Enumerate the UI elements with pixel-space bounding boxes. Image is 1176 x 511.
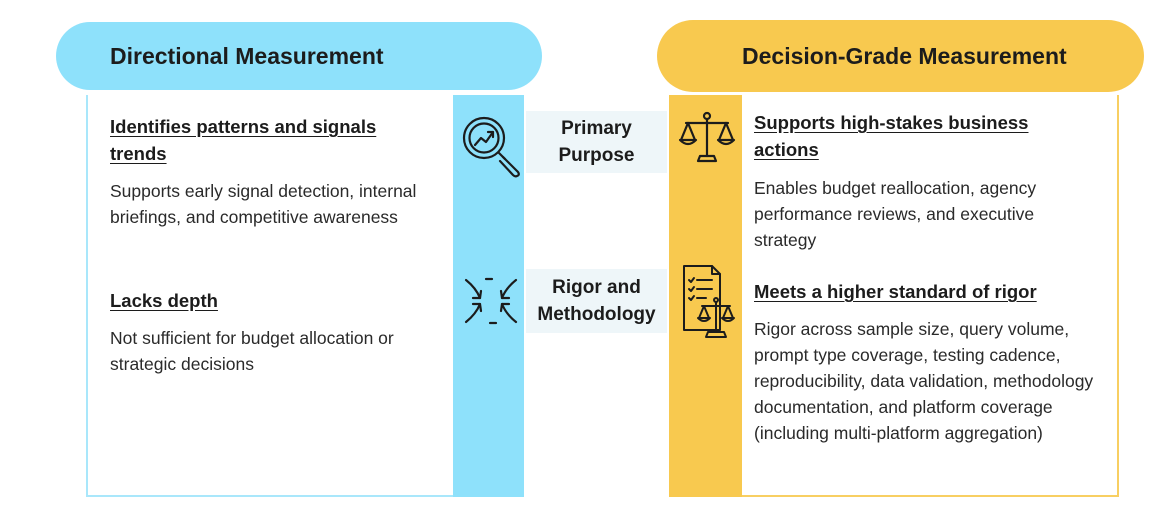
left-rigor-body: Not sufficient for budget allocation or … <box>110 328 394 374</box>
category-rigor-methodology: Rigor and Methodology <box>526 269 667 333</box>
decision-grade-measurement-header: Decision-Grade Measurement <box>657 20 1144 92</box>
directional-measurement-header: Directional Measurement <box>56 22 542 90</box>
right-purpose-heading: Supports high-stakes business actions <box>754 112 1029 160</box>
converging-arrows-icon <box>464 277 518 325</box>
right-purpose-body: Enables budget reallocation, agency perf… <box>754 178 1037 250</box>
directional-measurement-title: Directional Measurement <box>110 42 384 69</box>
directional-icon-strip <box>453 95 524 497</box>
checklist-scales-icon <box>683 265 735 338</box>
category-primary-purpose: Primary Purpose <box>526 111 667 173</box>
category-rigor-methodology-label: Rigor and Methodology <box>537 277 656 325</box>
decision-grade-measurement-title: Decision-Grade Measurement <box>742 42 1067 69</box>
left-purpose-body: Supports early signal detection, interna… <box>110 181 417 227</box>
right-rigor-heading: Meets a higher standard of rigor <box>754 281 1037 302</box>
left-purpose-heading: Identifies patterns and signals trends <box>110 116 377 164</box>
scales-icon <box>678 111 736 163</box>
right-rigor-body: Rigor across sample size, query volume, … <box>754 319 1094 443</box>
category-primary-purpose-label: Primary Purpose <box>558 118 635 166</box>
decision-grade-panel <box>669 95 1119 497</box>
left-rigor-heading: Lacks depth <box>110 290 218 311</box>
magnifier-trend-icon <box>462 116 520 178</box>
directional-panel <box>86 95 524 497</box>
